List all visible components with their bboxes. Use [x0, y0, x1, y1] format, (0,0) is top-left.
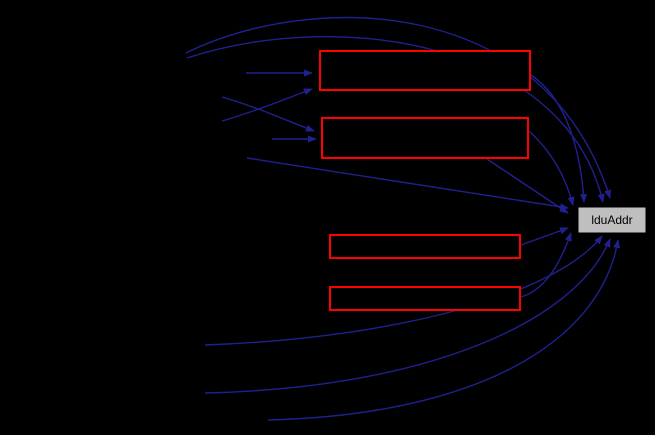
edge-node1-to-current: [530, 74, 587, 203]
edge-node2-to-current: [528, 130, 575, 206]
current-node-label: lduAddr: [591, 213, 632, 227]
edge-diagonal-left: [246, 157, 569, 211]
graph-nodes: [319, 50, 531, 311]
edge-into-node2-cross: [221, 96, 315, 132]
edge-into-node1-cross: [221, 88, 313, 122]
edge-bottom-arc-3: [267, 239, 621, 421]
edge-node3-to-current: [520, 227, 569, 246]
edge-bottom-arc-2: [204, 238, 611, 394]
current-node-box: [577, 206, 647, 234]
edge-top-arc-1: [185, 16, 611, 199]
edge-node4-to-current: [520, 232, 572, 298]
edge-node2b-to-current: [486, 158, 569, 214]
current-node: lduAddr: [577, 206, 647, 234]
graph-node-3[interactable]: [329, 234, 521, 259]
graph-node-4[interactable]: [329, 286, 521, 311]
graph-node-2[interactable]: [321, 117, 529, 159]
graph-node-1[interactable]: [319, 50, 531, 91]
